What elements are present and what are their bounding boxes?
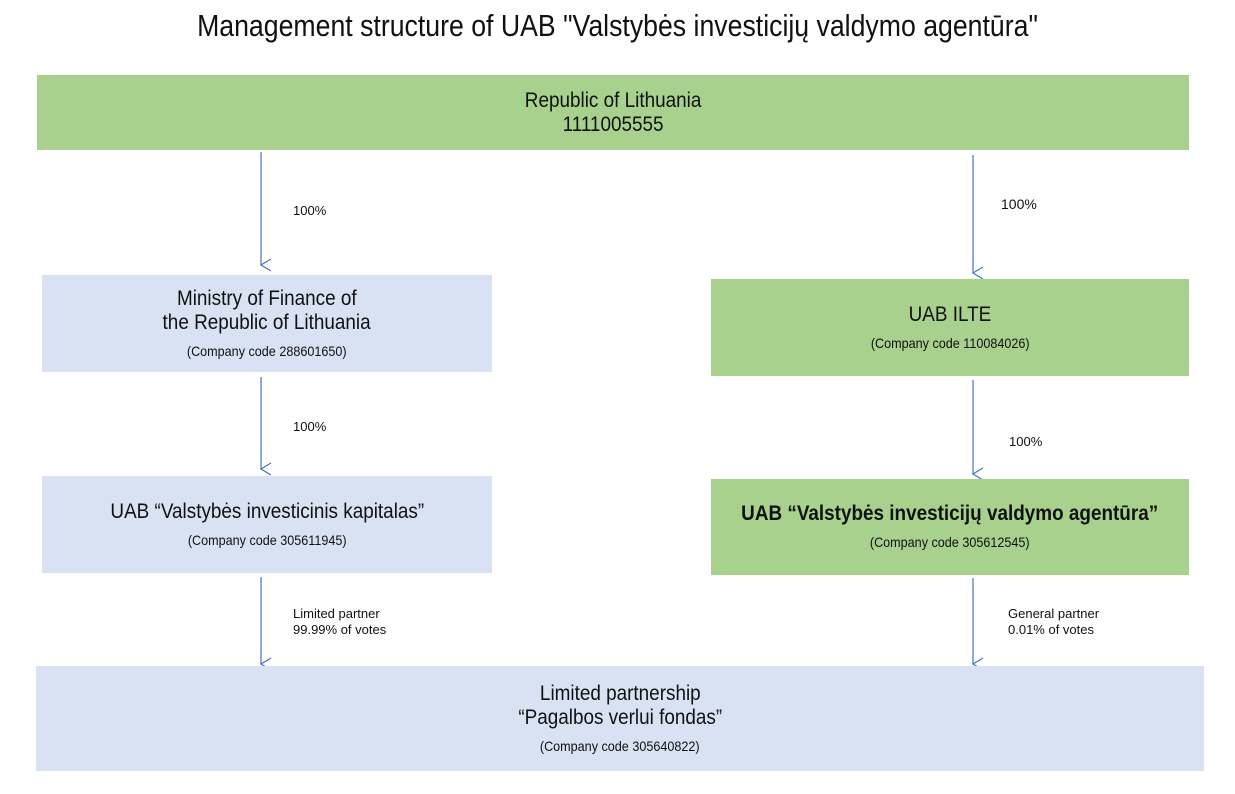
edge-label-vik-fund-role: Limited partner <box>293 606 380 621</box>
edge-label-republic-ministry: 100% <box>293 203 327 218</box>
node-fund-name-line2: “Pagalbos verlui fondas” <box>518 705 722 729</box>
edge-label-vik-fund-votes: 99.99% of votes <box>293 622 387 637</box>
node-ministry-name-line2: the Republic of Lithuania <box>162 310 372 334</box>
edge-label-ilte-viva: 100% <box>1009 434 1043 449</box>
node-republic-name: Republic of Lithuania <box>524 88 702 112</box>
node-republic-of-lithuania: Republic of Lithuania 1111005555 <box>37 75 1189 150</box>
node-viva-name: UAB “Valstybės investicijų valdymo agent… <box>741 502 1159 525</box>
node-uab-valstybes-investicinis-kapitalas: UAB “Valstybės investicinis kapitalas” (… <box>42 476 492 573</box>
node-republic-code: 1111005555 <box>562 112 664 136</box>
node-limited-partnership-fund: Limited partnership “Pagalbos verlui fon… <box>36 666 1204 771</box>
edge-label-ministry-vik: 100% <box>293 419 327 434</box>
node-uab-valstybes-investiciju-valdymo-agentura: UAB “Valstybės investicijų valdymo agent… <box>711 479 1189 575</box>
node-ministry-name-line1: Ministry of Finance of <box>177 286 357 310</box>
node-ilte-name: UAB ILTE <box>908 302 992 326</box>
edge-label-viva-fund: General partner 0.01% of votes <box>1008 606 1099 638</box>
edge-label-vik-fund: Limited partner 99.99% of votes <box>293 606 386 638</box>
node-vik-name: UAB “Valstybės investicinis kapitalas” <box>110 499 424 523</box>
node-uab-ilte: UAB ILTE (Company code 110084026) <box>711 279 1189 376</box>
node-ministry-of-finance: Ministry of Finance of the Republic of L… <box>42 275 492 372</box>
node-fund-code: (Company code 305640822) <box>540 737 700 754</box>
edge-label-viva-fund-role: General partner <box>1008 606 1100 621</box>
node-ilte-code: (Company code 110084026) <box>870 334 1030 351</box>
node-viva-code: (Company code 305612545) <box>870 534 1030 550</box>
node-fund-name-line1: Limited partnership <box>539 681 701 705</box>
edge-label-republic-ilte: 100% <box>1001 196 1037 212</box>
edge-label-viva-fund-votes: 0.01% of votes <box>1008 622 1094 637</box>
diagram-title: Management structure of UAB "Valstybės i… <box>197 8 1038 43</box>
node-vik-code: (Company code 305611945) <box>187 531 347 548</box>
node-ministry-code: (Company code 288601650) <box>187 342 347 359</box>
